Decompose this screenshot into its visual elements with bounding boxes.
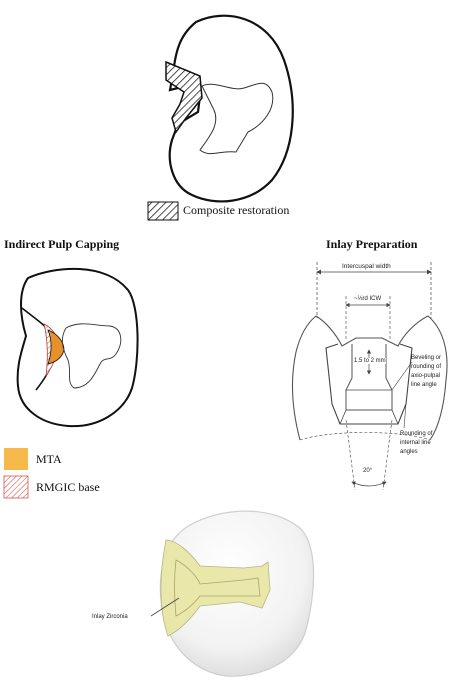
zirconia-label: Inlay Zirconia (92, 614, 128, 620)
pulp-capping-tooth-drawing (18, 269, 138, 426)
composite-legend-swatch (148, 202, 178, 220)
rounding-label: Rounding of internal line angles (400, 430, 432, 457)
angle-label: 20° (363, 468, 372, 474)
pulp-capping-title: Indirect Pulp Capping (4, 237, 119, 252)
mta-legend-swatch (4, 448, 28, 470)
depth-label: 1.5 to 2 mm (354, 358, 386, 364)
zirconia-tooth-drawing (151, 511, 314, 676)
composite-tooth-drawing (166, 16, 293, 202)
rmgic-legend-swatch (4, 476, 28, 498)
inlay-prep-title: Inlay Preparation (326, 237, 417, 252)
icw-fraction-label: ~⅓rd ICW (354, 296, 381, 302)
intercuspal-width-label: Intercuspal width (342, 263, 391, 270)
rmgic-legend-label: RMGIC base (36, 480, 100, 495)
mta-legend-label: MTA (36, 452, 62, 467)
composite-legend-label: Composite restoration (183, 203, 289, 218)
beveling-label: Beveling or rounding of axio-pulpal line… (411, 354, 441, 390)
